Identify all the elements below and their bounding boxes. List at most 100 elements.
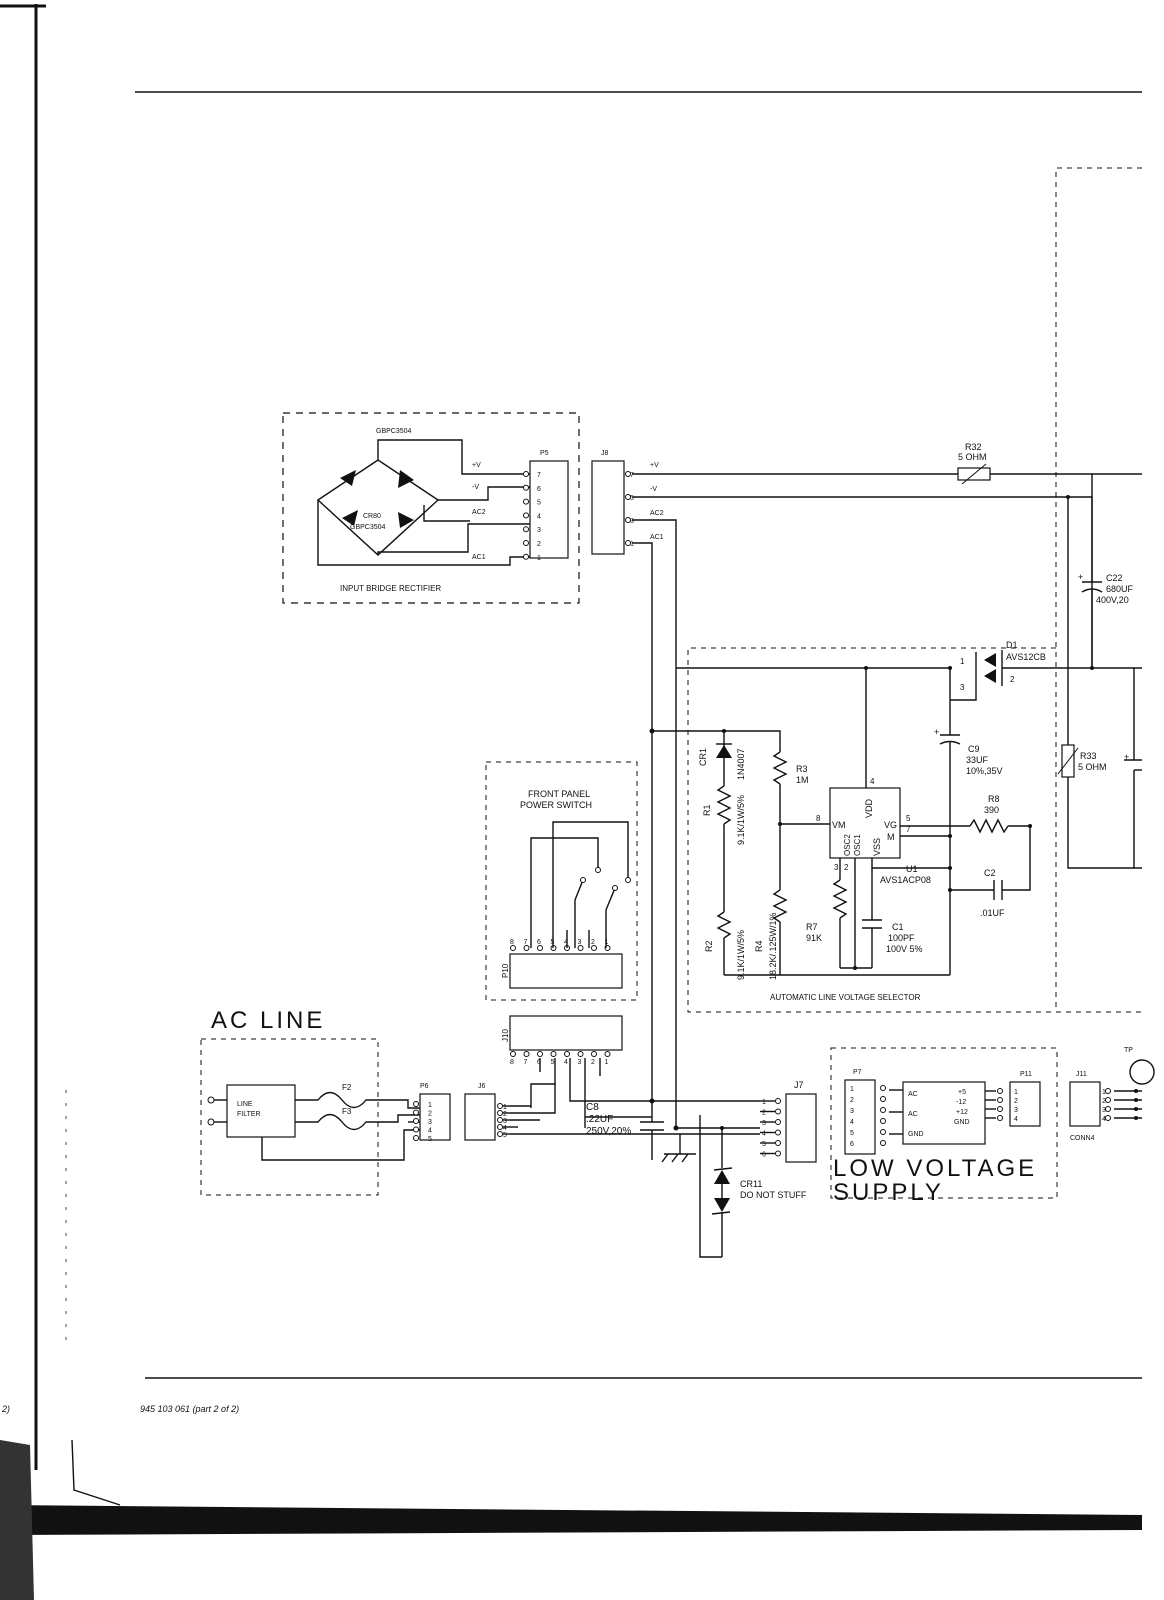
f2-label: F2 — [342, 1083, 352, 1092]
j10-pin-number: 3 — [578, 1059, 582, 1066]
r7-resistor: R7 91K — [806, 879, 848, 968]
p7-pin-number: 2 — [850, 1097, 854, 1104]
p6-pin-number: 2 — [428, 1111, 432, 1118]
p6-pin-number: 1 — [428, 1102, 432, 1109]
bridge-diode-3 — [342, 510, 358, 526]
p5-pin — [523, 540, 529, 546]
d1-ref: D1 — [1006, 640, 1018, 650]
p7-pin — [880, 1085, 886, 1091]
p11-pin-number: 2 — [1014, 1098, 1018, 1105]
tp-label: TP — [1124, 1047, 1133, 1054]
j10-pin — [591, 1051, 597, 1057]
p11-pin — [997, 1106, 1003, 1112]
bridge-diode-2 — [398, 470, 414, 488]
u1-vdd: VDD — [864, 798, 874, 818]
input-bridge-rectifier: GBPC3504 CR80 GBPC3504 +V -V AC2 AC1 INP… — [282, 412, 580, 604]
j10-pin — [564, 1051, 570, 1057]
j7-pin-number: 3 — [762, 1120, 766, 1127]
alvs-title: AUTOMATIC LINE VOLTAGE SELECTOR — [770, 993, 921, 1002]
p7-connector — [844, 1079, 876, 1155]
r2-ref: R2 — [704, 940, 714, 952]
c1-ref: C1 — [892, 922, 904, 932]
d1-pin1: 1 — [960, 657, 965, 666]
d1-part: AVS12CB — [1006, 652, 1046, 662]
c22-value: 680UF — [1106, 584, 1134, 594]
r4-ref: R4 — [754, 940, 764, 952]
j8-ac2: AC2 — [650, 510, 664, 517]
p7-pin-number: 6 — [850, 1141, 854, 1148]
c9-value: 33UF — [966, 755, 989, 765]
u1-m: M — [887, 832, 895, 842]
r1-ref: R1 — [702, 804, 712, 816]
r3-value: 1M — [796, 775, 809, 785]
fps-dashed-box — [485, 761, 638, 1001]
j7-pin-number: 1 — [762, 1099, 766, 1106]
fuse-f2 — [295, 1091, 420, 1109]
j11-pin — [1105, 1088, 1111, 1094]
input-bridge-title: INPUT BRIDGE RECTIFIER — [340, 584, 441, 593]
p7-pin — [880, 1140, 886, 1146]
j8-ac1: AC1 — [650, 534, 664, 541]
c2-ref: C2 — [984, 868, 996, 878]
u1-pin2: 2 — [844, 863, 849, 872]
p5-pin — [523, 553, 529, 560]
c1-rating: 100V 5% — [886, 944, 923, 954]
bridge-pos-v: +V — [472, 462, 481, 469]
d1-device: D1 AVS12CB 1 2 3 — [950, 640, 1046, 701]
j8-pin-number: 7 — [630, 472, 634, 479]
cr11-ref: CR11 — [740, 1179, 762, 1189]
r8-value: 390 — [984, 805, 999, 815]
p5-pin-number: 2 — [537, 541, 541, 548]
p10-pin-number: 6 — [537, 939, 541, 946]
p11-pin — [997, 1097, 1003, 1103]
p10-pin — [577, 945, 584, 951]
p6-pin-number: 4 — [428, 1128, 432, 1135]
c9-capacitor: + C9 33UF 10%,35V — [934, 668, 1003, 975]
p10-pin-number: 8 — [510, 939, 514, 946]
lv-gnd2: GND — [954, 1119, 970, 1126]
lv-ac1: AC — [908, 1091, 918, 1098]
u1-osc1: OSC1 — [853, 834, 862, 856]
u1-chip: U1 AVS1ACP08 VDD VM VG M VSS OSC1 OSC2 4… — [816, 777, 931, 885]
cr80-label: CR80 — [363, 513, 381, 520]
margin-mark: 2) — [1, 1404, 10, 1414]
u1-pin4: 4 — [870, 777, 875, 786]
j7-pin-number: 5 — [762, 1141, 766, 1148]
p7-pin — [880, 1107, 886, 1113]
p6-pin — [413, 1126, 419, 1133]
line-filter-1: LINE — [237, 1101, 253, 1108]
c8-capacitor: C8 .22UF 250V,20% — [585, 1101, 664, 1160]
j8-pin — [625, 471, 631, 477]
p5-pin-number: 1 — [537, 555, 541, 562]
j11-pin-number: 3 — [1102, 1107, 1106, 1114]
bottom-scan-band — [0, 1505, 1142, 1535]
lvs-dashed-box — [830, 1047, 1058, 1199]
footer-doc-number: 945 103 061 (part 2 of 2) — [140, 1404, 239, 1414]
j10-pin-number: 7 — [524, 1059, 528, 1066]
u1-vm: VM — [832, 820, 846, 830]
p5-pin — [523, 498, 529, 505]
j8-pin-number: 3 — [630, 518, 634, 525]
p6-label: P6 — [420, 1083, 429, 1090]
cr1-ref: CR1 — [698, 748, 708, 766]
p10-pin — [591, 945, 597, 951]
r8-resistor: R8 390 — [969, 794, 1030, 834]
r32-ref: R32 — [965, 442, 982, 452]
c22-plus: + — [1078, 572, 1083, 582]
conn4-label: CONN4 — [1070, 1135, 1095, 1142]
bridge-diamond — [316, 459, 440, 556]
p7-pin — [880, 1129, 886, 1135]
j10-pin — [577, 1051, 584, 1057]
bridge-diode-1 — [340, 470, 356, 486]
j11-pin-number: 4 — [1102, 1116, 1106, 1123]
